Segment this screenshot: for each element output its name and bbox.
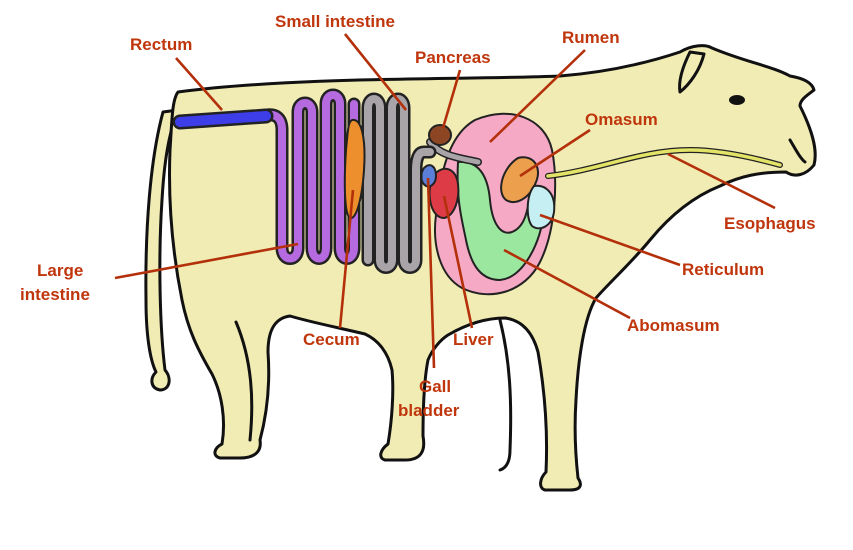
- label-liver: Liver: [453, 330, 494, 349]
- leader-lines: [114, 33, 776, 369]
- front-leg-contour: [498, 318, 513, 472]
- label-cecum: Cecum: [303, 330, 360, 349]
- label-large-intestine-line1: Large: [37, 261, 83, 280]
- esophagus-fill: [546, 148, 782, 178]
- labels: Rectum Small intestine Pancreas Rumen Om…: [20, 12, 816, 420]
- leader-rectum: [175, 57, 223, 111]
- label-gall-bladder-line1: Gall: [419, 377, 451, 396]
- reticulum: [526, 184, 556, 230]
- leader-esophagus: [667, 152, 776, 210]
- leader-rumen: [489, 49, 586, 143]
- liver: [428, 168, 460, 219]
- label-rumen: Rumen: [562, 28, 620, 47]
- leader-pancreas: [441, 69, 462, 129]
- label-gall-bladder-line2: bladder: [398, 401, 460, 420]
- label-small-intestine: Small intestine: [275, 12, 395, 31]
- label-reticulum: Reticulum: [682, 260, 764, 279]
- leader-liver: [442, 195, 474, 329]
- leader-abomasum: [503, 248, 631, 320]
- cow-eye: [729, 95, 745, 105]
- label-rectum: Rectum: [130, 35, 192, 54]
- label-abomasum: Abomasum: [627, 316, 720, 335]
- leader-small-intestine: [343, 33, 408, 111]
- label-large-intestine-line2: intestine: [20, 285, 90, 304]
- cow-ear: [678, 50, 706, 94]
- label-pancreas: Pancreas: [415, 48, 491, 67]
- label-esophagus: Esophagus: [724, 214, 816, 233]
- leader-reticulum: [539, 213, 681, 267]
- pancreas: [428, 124, 452, 146]
- omasum: [500, 156, 539, 203]
- leader-cecum: [338, 189, 355, 329]
- leader-gall-bladder: [426, 177, 436, 369]
- leader-large-intestine: [114, 242, 299, 280]
- cow-mouth: [788, 138, 807, 164]
- leader-omasum: [519, 128, 591, 178]
- back-leg-contour: [234, 320, 254, 442]
- bile-duct-fill: [427, 139, 481, 165]
- cow-tail: [144, 108, 180, 392]
- label-omasum: Omasum: [585, 110, 658, 129]
- rectum-fill: [175, 111, 271, 127]
